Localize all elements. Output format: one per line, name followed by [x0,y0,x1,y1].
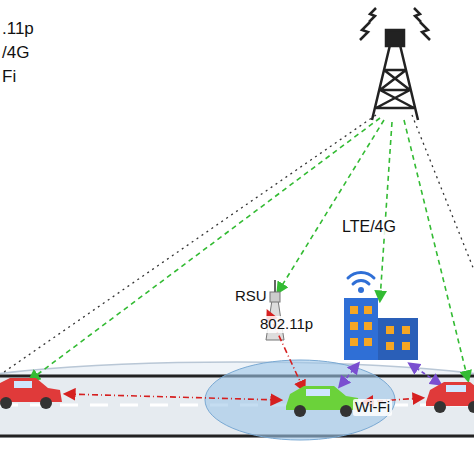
protocol-label: 802.11p [258,316,315,333]
rsu-label: RSU [233,288,269,305]
legend-text: .11p [2,20,34,39]
legend-text: Fi [2,68,16,87]
network-label: LTE/4G [340,218,398,236]
wifi-label: Wi-Fi [353,399,392,416]
legend-text: /4G [2,44,29,63]
